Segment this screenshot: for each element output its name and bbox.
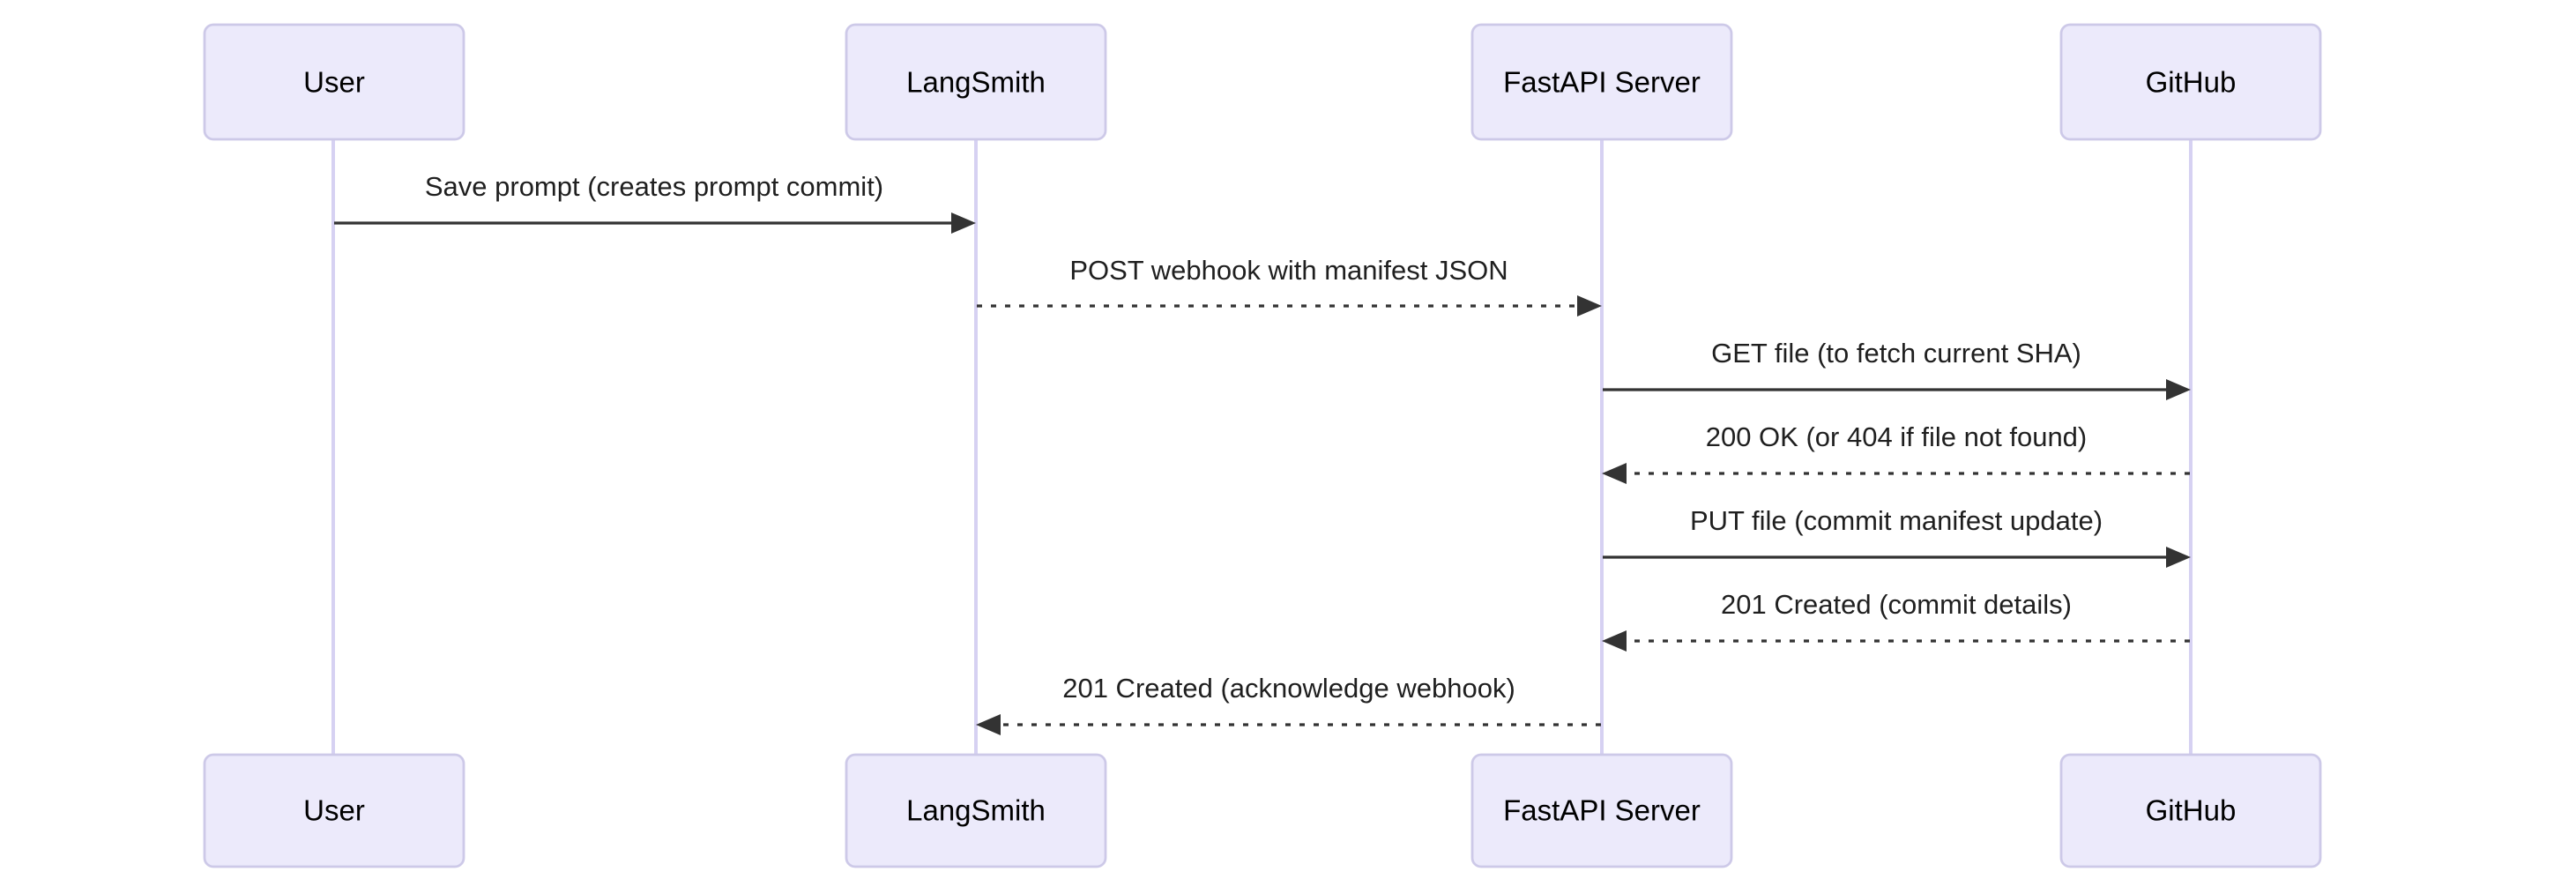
actor-bottom-fastapi[interactable]: FastAPI Server: [1470, 753, 1733, 868]
actor-box-github-top[interactable]: [2059, 23, 2322, 141]
actor-label-langsmith-bottom: LangSmith: [906, 794, 1046, 827]
message-5-arrowhead: [2166, 547, 2191, 568]
message-2-arrowhead: [1577, 295, 1602, 317]
message-3[interactable]: GET file (to fetch current SHA): [1603, 338, 2191, 400]
actor-box-fastapi-top[interactable]: [1470, 23, 1733, 141]
actor-top-github[interactable]: GitHub: [2059, 23, 2322, 141]
actor-label-fastapi-top: FastAPI Server: [1503, 66, 1701, 99]
actor-bottom-user[interactable]: User: [203, 753, 465, 868]
actor-box-fastapi-bottom[interactable]: [1470, 753, 1733, 868]
actor-label-fastapi-bottom: FastAPI Server: [1503, 794, 1701, 827]
actor-bottom-langsmith[interactable]: LangSmith: [845, 753, 1107, 868]
actor-top-langsmith[interactable]: LangSmith: [845, 23, 1107, 141]
actor-bottom-github[interactable]: GitHub: [2059, 753, 2322, 868]
message-7-arrowhead: [976, 714, 1001, 735]
message-7-label: 201 Created (acknowledge webhook): [1062, 673, 1515, 704]
message-5[interactable]: PUT file (commit manifest update): [1603, 505, 2191, 568]
actor-label-github-top: GitHub: [2146, 66, 2237, 99]
message-3-arrowhead: [2166, 379, 2191, 400]
message-3-label: GET file (to fetch current SHA): [1711, 338, 2081, 369]
actor-label-user-bottom: User: [303, 794, 365, 827]
message-5-label: PUT file (commit manifest update): [1690, 505, 2103, 536]
actor-box-user-bottom[interactable]: [203, 753, 465, 868]
actor-top-user[interactable]: User: [203, 23, 465, 141]
actor-label-user-top: User: [303, 66, 365, 99]
actor-boxes-top: User LangSmith FastAPI Server GitHub: [203, 23, 2322, 141]
actor-box-user-top[interactable]: [203, 23, 465, 141]
message-2[interactable]: POST webhook with manifest JSON: [977, 255, 1602, 317]
message-4-label: 200 OK (or 404 if file not found): [1706, 421, 2088, 452]
actor-boxes-bottom: User LangSmith FastAPI Server GitHub: [203, 753, 2322, 868]
lifelines-group: [331, 139, 2193, 755]
actor-label-github-bottom: GitHub: [2146, 794, 2237, 827]
actor-box-github-bottom[interactable]: [2059, 753, 2322, 868]
actor-box-langsmith-bottom[interactable]: [845, 753, 1107, 868]
actor-box-langsmith-top[interactable]: [845, 23, 1107, 141]
message-1-arrowhead: [951, 212, 976, 234]
actor-top-fastapi[interactable]: FastAPI Server: [1470, 23, 1733, 141]
actor-label-langsmith-top: LangSmith: [906, 66, 1046, 99]
message-1[interactable]: Save prompt (creates prompt commit): [334, 171, 976, 234]
message-1-label: Save prompt (creates prompt commit): [425, 171, 883, 202]
message-2-label: POST webhook with manifest JSON: [1069, 255, 1508, 286]
message-4[interactable]: 200 OK (or 404 if file not found): [1602, 421, 2190, 484]
message-6[interactable]: 201 Created (commit details): [1602, 589, 2190, 652]
message-6-arrowhead: [1602, 630, 1627, 652]
message-4-arrowhead: [1602, 463, 1627, 484]
message-6-label: 201 Created (commit details): [1721, 589, 2072, 620]
message-7[interactable]: 201 Created (acknowledge webhook): [976, 673, 1601, 735]
